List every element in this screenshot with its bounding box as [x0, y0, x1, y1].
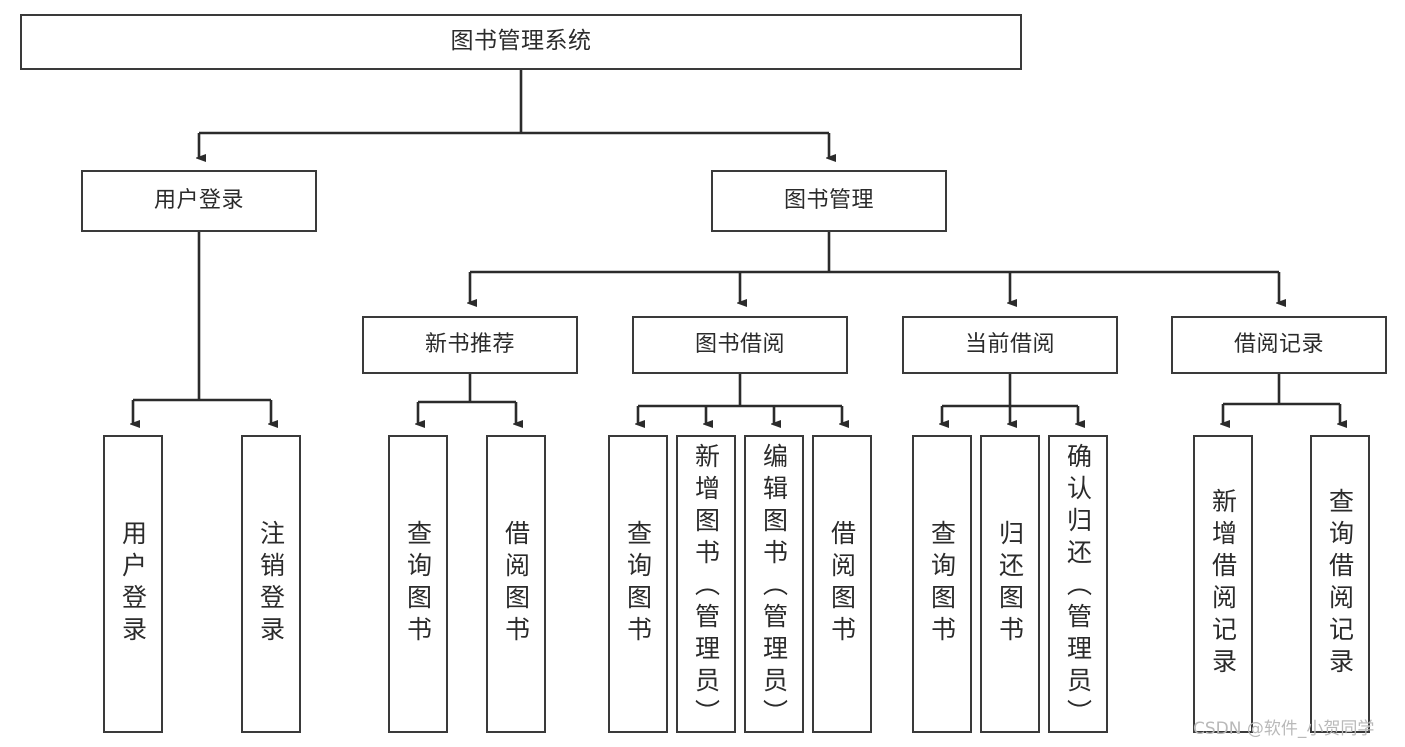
node-label: 编辑图书（管理员）: [759, 443, 789, 731]
node-label: 查询图书: [403, 520, 433, 648]
node-label: 注销登录: [256, 520, 286, 648]
node-label: 借阅图书: [827, 520, 857, 648]
node-label: 确认归还（管理员）: [1063, 443, 1093, 731]
leaf-add-borrow-record[interactable]: 新增借阅记录: [1193, 435, 1253, 733]
leaf-confirm-return-admin[interactable]: 确认归还（管理员）: [1048, 435, 1108, 733]
node-label: 查询图书: [623, 520, 653, 648]
node-label: 查询图书: [927, 520, 957, 648]
leaf-return-book[interactable]: 归还图书: [980, 435, 1040, 733]
node-label: 图书管理: [783, 187, 874, 213]
node-user-login[interactable]: 用户登录: [81, 170, 317, 232]
leaf-logout[interactable]: 注销登录: [241, 435, 301, 733]
node-label: 借阅记录: [1233, 331, 1324, 357]
leaf-borrow-book-recommend[interactable]: 借阅图书: [486, 435, 546, 733]
node-label: 新增借阅记录: [1208, 488, 1238, 680]
leaf-query-book-recommend[interactable]: 查询图书: [388, 435, 448, 733]
watermark-text: CSDN @软件_小贺同学: [1193, 719, 1375, 739]
leaf-query-book-current[interactable]: 查询图书: [912, 435, 972, 733]
node-current-borrow[interactable]: 当前借阅: [902, 316, 1118, 374]
node-borrow-records[interactable]: 借阅记录: [1171, 316, 1387, 374]
leaf-borrow-book[interactable]: 借阅图书: [812, 435, 872, 733]
leaf-query-borrow-record[interactable]: 查询借阅记录: [1310, 435, 1370, 733]
node-label: 查询借阅记录: [1325, 488, 1355, 680]
leaf-edit-book-admin[interactable]: 编辑图书（管理员）: [744, 435, 804, 733]
leaf-add-book-admin[interactable]: 新增图书（管理员）: [676, 435, 736, 733]
node-new-book-recommend[interactable]: 新书推荐: [362, 316, 578, 374]
node-label: 借阅图书: [501, 520, 531, 648]
node-label: 图书管理系统: [450, 28, 592, 55]
node-root-system[interactable]: 图书管理系统: [20, 14, 1022, 70]
node-book-borrow[interactable]: 图书借阅: [632, 316, 848, 374]
node-label: 新书推荐: [424, 331, 515, 357]
node-label: 图书借阅: [694, 331, 785, 357]
leaf-user-login[interactable]: 用户登录: [103, 435, 163, 733]
node-book-management[interactable]: 图书管理: [711, 170, 947, 232]
node-label: 当前借阅: [964, 331, 1055, 357]
node-label: 用户登录: [153, 187, 244, 213]
node-label: 用户登录: [118, 520, 148, 648]
node-label: 归还图书: [995, 520, 1025, 648]
node-label: 新增图书（管理员）: [691, 443, 721, 731]
leaf-query-book-borrow[interactable]: 查询图书: [608, 435, 668, 733]
